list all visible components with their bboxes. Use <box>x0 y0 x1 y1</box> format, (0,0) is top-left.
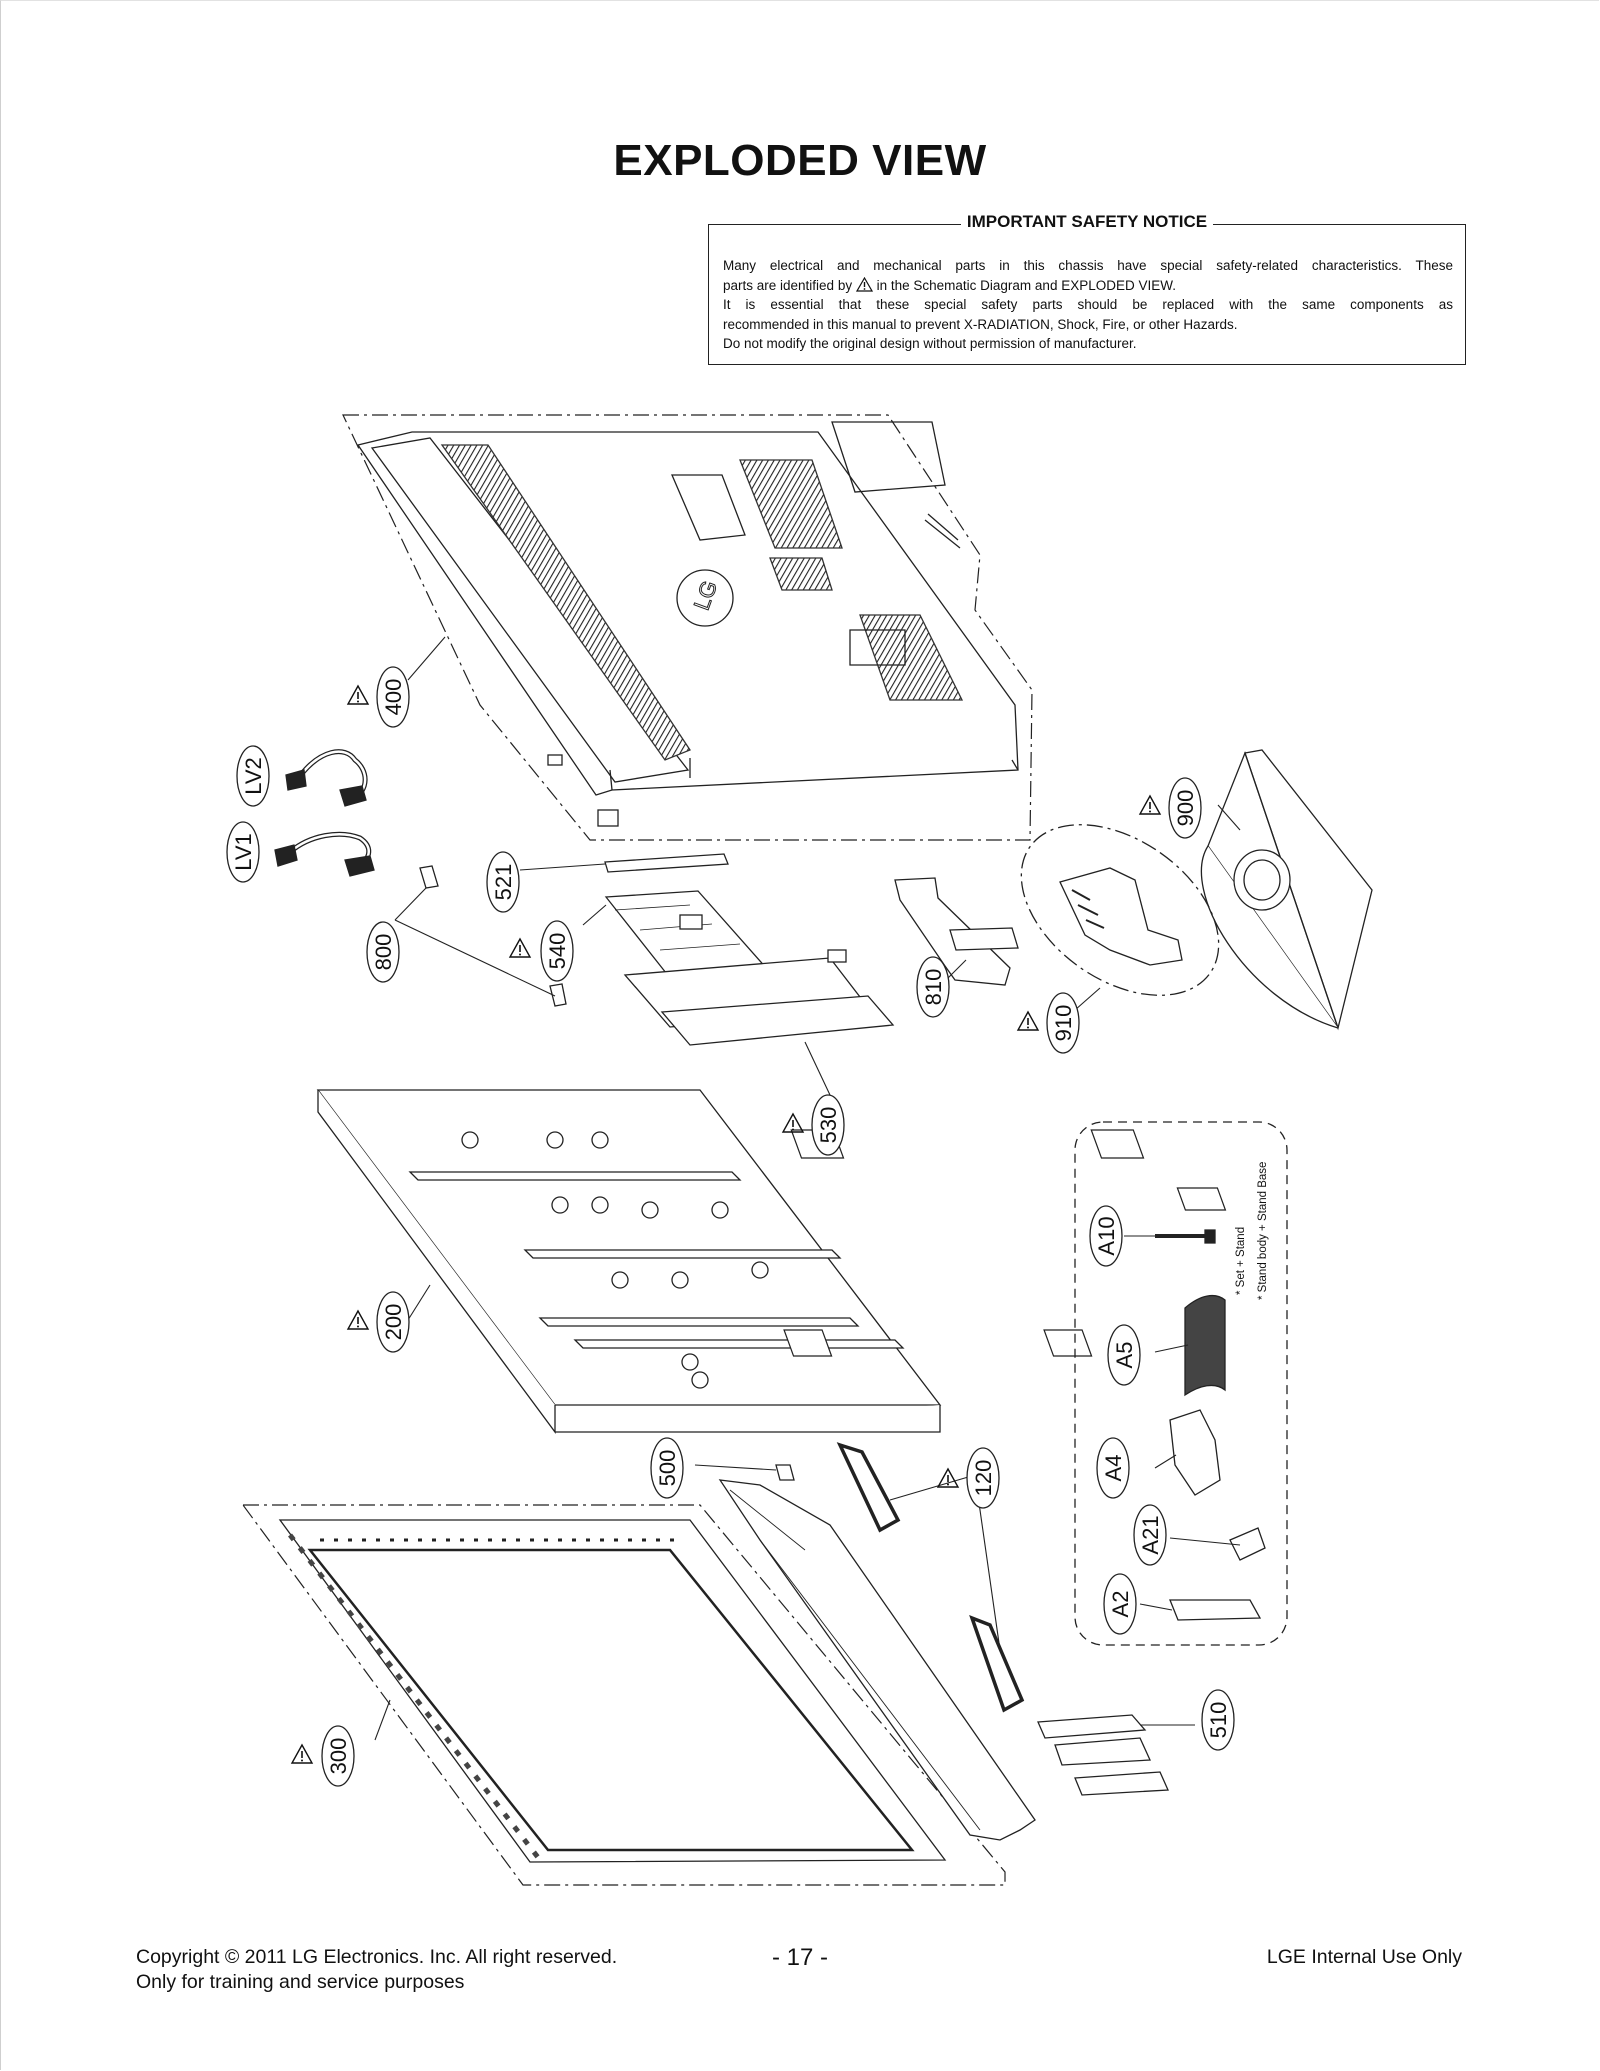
warning-triangle-icon <box>937 1468 959 1488</box>
callout-521: 521 <box>486 851 520 913</box>
svg-text:510: 510 <box>1206 1702 1231 1739</box>
svg-text:200: 200 <box>381 1304 406 1341</box>
callout-910: 910 <box>1046 992 1080 1054</box>
footer-internal-use: LGE Internal Use Only <box>1266 1946 1462 1968</box>
callout-500: 500 <box>650 1437 684 1499</box>
page-number: - 17 - <box>771 1944 828 1971</box>
safety-notice-body: Many electrical and mechanical parts in … <box>723 256 1453 354</box>
notice-line-2: parts are identified by in the Schematic… <box>723 276 1176 293</box>
note-stand-body: * Stand body + Stand Base <box>1257 1162 1269 1300</box>
part-callouts: 400 LV2 LV1 521 540 800 530 810 910 900 … <box>226 666 1235 1787</box>
svg-text:LV1: LV1 <box>231 833 256 871</box>
notice-line-1: Many electrical and mechanical parts in … <box>723 258 1453 273</box>
callout-510: 510 <box>1201 1689 1235 1751</box>
svg-text:120: 120 <box>971 1460 996 1497</box>
svg-text:540: 540 <box>545 933 570 970</box>
svg-text:521: 521 <box>491 864 516 901</box>
footer-copyright: Copyright © 2011 LG Electronics. Inc. Al… <box>136 1946 618 1968</box>
svg-text:900: 900 <box>1173 790 1198 827</box>
back-cover-assembly: LG <box>342 414 1033 841</box>
speakers-and-buttons <box>775 1442 1169 1796</box>
safety-notice-box: IMPORTANT SAFETY NOTICE Many electrical … <box>708 212 1466 365</box>
callout-300: 300 <box>321 1725 355 1787</box>
callout-810: 810 <box>916 956 950 1018</box>
stand-kit-notes: * Set + Stand * Stand body + Stand Base <box>1235 1162 1269 1300</box>
svg-text:A4: A4 <box>1101 1455 1126 1482</box>
callout-120: 120 <box>966 1447 1000 1509</box>
footer-copyright-block: Copyright © 2011 LG Electronics. Inc. Al… <box>136 1945 617 1995</box>
note-set-stand: * Set + Stand <box>1235 1227 1247 1295</box>
stand-base <box>1200 749 1373 1031</box>
callout-200: 200 <box>376 1291 410 1353</box>
svg-text:910: 910 <box>1051 1005 1076 1042</box>
lcd-module <box>316 1089 1227 1434</box>
warning-triangle-icon <box>1139 795 1161 815</box>
callout-a4: A4 <box>1096 1437 1130 1499</box>
warning-triangle-icon <box>855 276 873 292</box>
svg-text:530: 530 <box>816 1107 841 1144</box>
stand-kit-box <box>1074 1121 1288 1646</box>
callout-400: 400 <box>376 666 410 728</box>
svg-text:400: 400 <box>381 679 406 716</box>
svg-text:A2: A2 <box>1108 1591 1133 1618</box>
callout-a21: A21 <box>1133 1504 1167 1566</box>
warning-triangle-icon <box>509 938 531 958</box>
callout-a5: A5 <box>1107 1324 1141 1386</box>
warning-triangle-icon <box>347 685 369 705</box>
svg-text:300: 300 <box>326 1738 351 1775</box>
stand-neck <box>1020 824 1220 996</box>
warning-triangle-icon <box>782 1113 804 1133</box>
svg-text:A21: A21 <box>1138 1515 1163 1554</box>
callout-900: 900 <box>1168 777 1202 839</box>
callout-lv2: LV2 <box>236 745 270 807</box>
footer-purpose: Only for training and service purposes <box>136 1971 465 1993</box>
warning-triangle-icon <box>1017 1011 1039 1031</box>
safety-notice-heading: IMPORTANT SAFETY NOTICE <box>709 212 1465 232</box>
svg-text:A5: A5 <box>1112 1342 1137 1369</box>
svg-text:A10: A10 <box>1094 1216 1119 1255</box>
callout-a2: A2 <box>1103 1573 1137 1635</box>
svg-text:800: 800 <box>371 934 396 971</box>
callout-lv1: LV1 <box>226 821 260 883</box>
svg-text:810: 810 <box>921 969 946 1006</box>
callout-800: 800 <box>366 921 400 983</box>
svg-text:LV2: LV2 <box>241 757 266 795</box>
notice-line-5: Do not modify the original design withou… <box>723 336 1137 351</box>
lvds-cables <box>274 749 375 877</box>
notice-line-3: It is essential that these special safet… <box>723 297 1453 312</box>
callout-a10: A10 <box>1089 1205 1123 1267</box>
warning-triangle-icon <box>347 1310 369 1330</box>
callout-540: 540 <box>540 920 574 982</box>
front-bezel <box>241 1479 1036 1886</box>
page-title: EXPLODED VIEW <box>613 136 987 185</box>
svg-text:500: 500 <box>655 1450 680 1487</box>
callout-530: 530 <box>811 1094 845 1156</box>
internal-parts <box>419 853 1019 1046</box>
warning-triangle-icon <box>291 1744 313 1764</box>
notice-line-4: recommended in this manual to prevent X-… <box>723 316 1238 332</box>
